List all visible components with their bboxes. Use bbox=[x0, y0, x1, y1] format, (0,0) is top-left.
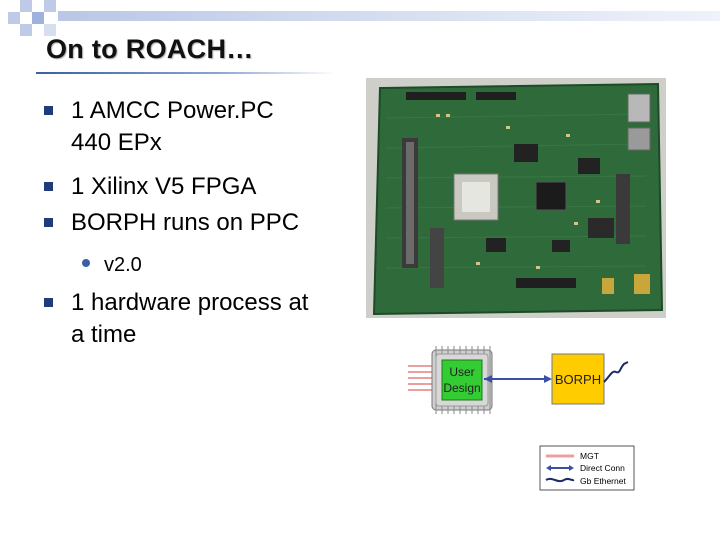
sub-bullet-text: v2.0 bbox=[104, 254, 142, 276]
bullet-square-icon bbox=[44, 298, 53, 307]
bullet-text: 1 AMCC Power.PC bbox=[71, 97, 274, 124]
slide-title: On to ROACH… bbox=[46, 34, 254, 64]
bullet-text: 1 Xilinx V5 FPGA bbox=[71, 173, 257, 200]
corner-square bbox=[32, 12, 44, 24]
corner-square bbox=[20, 24, 32, 36]
bullet-square-icon bbox=[44, 218, 53, 227]
legend-mgt-label: MGT bbox=[580, 451, 599, 461]
bullet-square-icon bbox=[44, 182, 53, 191]
direct-conn-arrow bbox=[484, 375, 552, 383]
mgt-lines bbox=[408, 365, 438, 391]
legend-ethernet-label: Gb Ethernet bbox=[580, 476, 626, 486]
user-design-label-line2: Design bbox=[443, 381, 481, 395]
corner-square bbox=[44, 0, 56, 12]
user-design-label: User Design bbox=[442, 364, 482, 396]
legend-direct-label: Direct Conn bbox=[580, 463, 625, 473]
bullet-text-continued: 440 EPx bbox=[71, 129, 162, 156]
corner-square bbox=[8, 12, 20, 24]
bullet-text: 1 hardware process at bbox=[71, 289, 309, 316]
bullet-square-icon bbox=[44, 106, 53, 115]
legend-direct-swatch bbox=[546, 465, 574, 471]
bullet-text-continued: a time bbox=[71, 321, 137, 348]
roach-board-photo bbox=[366, 78, 666, 318]
ppc-chip-icon bbox=[535, 181, 567, 211]
borph-label: BORPH bbox=[554, 372, 602, 387]
corner-square bbox=[44, 24, 56, 36]
legend-ethernet-swatch bbox=[545, 477, 575, 483]
bullet-dot-icon bbox=[82, 259, 90, 267]
corner-square bbox=[20, 0, 32, 12]
bullet-text: BORPH runs on PPC bbox=[71, 209, 300, 236]
title-underline bbox=[36, 72, 336, 74]
user-design-label-line1: User bbox=[449, 365, 475, 379]
header-bar bbox=[58, 11, 720, 21]
